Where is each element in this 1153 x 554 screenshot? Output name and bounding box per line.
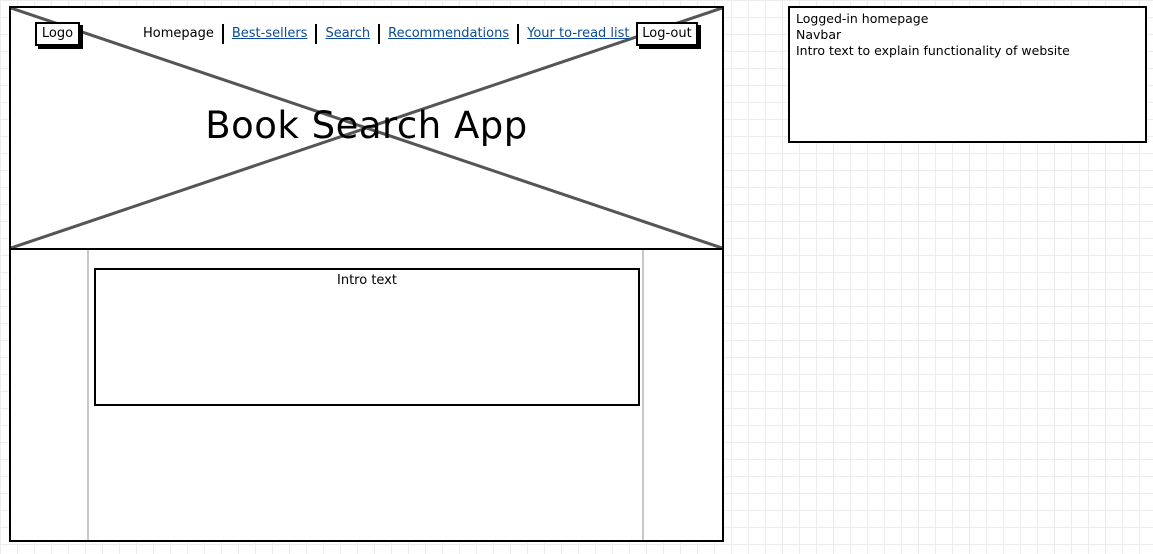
- intro-text-label: Intro text: [337, 273, 397, 288]
- nav-separator: [315, 24, 318, 44]
- logo-label: Logo: [41, 26, 74, 41]
- nav-link-recommendations[interactable]: Recommendations: [388, 26, 510, 41]
- note-line-navbar: Navbar: [796, 27, 842, 42]
- wireframe-mockup: Logo Homepage Best-sellers Search Recomm…: [9, 6, 724, 542]
- nav-separator: [517, 24, 520, 44]
- nav-link-best-sellers[interactable]: Best-sellers: [231, 26, 308, 41]
- nav-item-homepage[interactable]: Homepage: [143, 26, 214, 41]
- nav-separator: [221, 24, 224, 44]
- annotation-note: Logged-in homepage Navbar Intro text to …: [788, 6, 1147, 143]
- nav-link-to-read-list[interactable]: Your to-read list: [527, 26, 630, 41]
- logo: Logo: [35, 22, 80, 46]
- note-line-page: Logged-in homepage: [796, 11, 929, 26]
- app-title: Book Search App: [205, 104, 528, 147]
- note-line-intro: Intro text to explain functionality of w…: [796, 43, 1070, 58]
- logout-label: Log-out: [642, 26, 692, 41]
- logout-button[interactable]: Log-out: [636, 22, 698, 46]
- hero-image-placeholder: Logo Homepage Best-sellers Search Recomm…: [11, 8, 722, 250]
- image-placeholder-cross-icon: [11, 8, 722, 248]
- content-column: [87, 250, 644, 540]
- nav-separator: [378, 24, 381, 44]
- intro-text-box: Intro text: [94, 268, 640, 406]
- nav-link-search[interactable]: Search: [325, 26, 371, 41]
- navbar: Homepage Best-sellers Search Recommendat…: [141, 23, 638, 45]
- main-content: Intro text: [11, 250, 722, 540]
